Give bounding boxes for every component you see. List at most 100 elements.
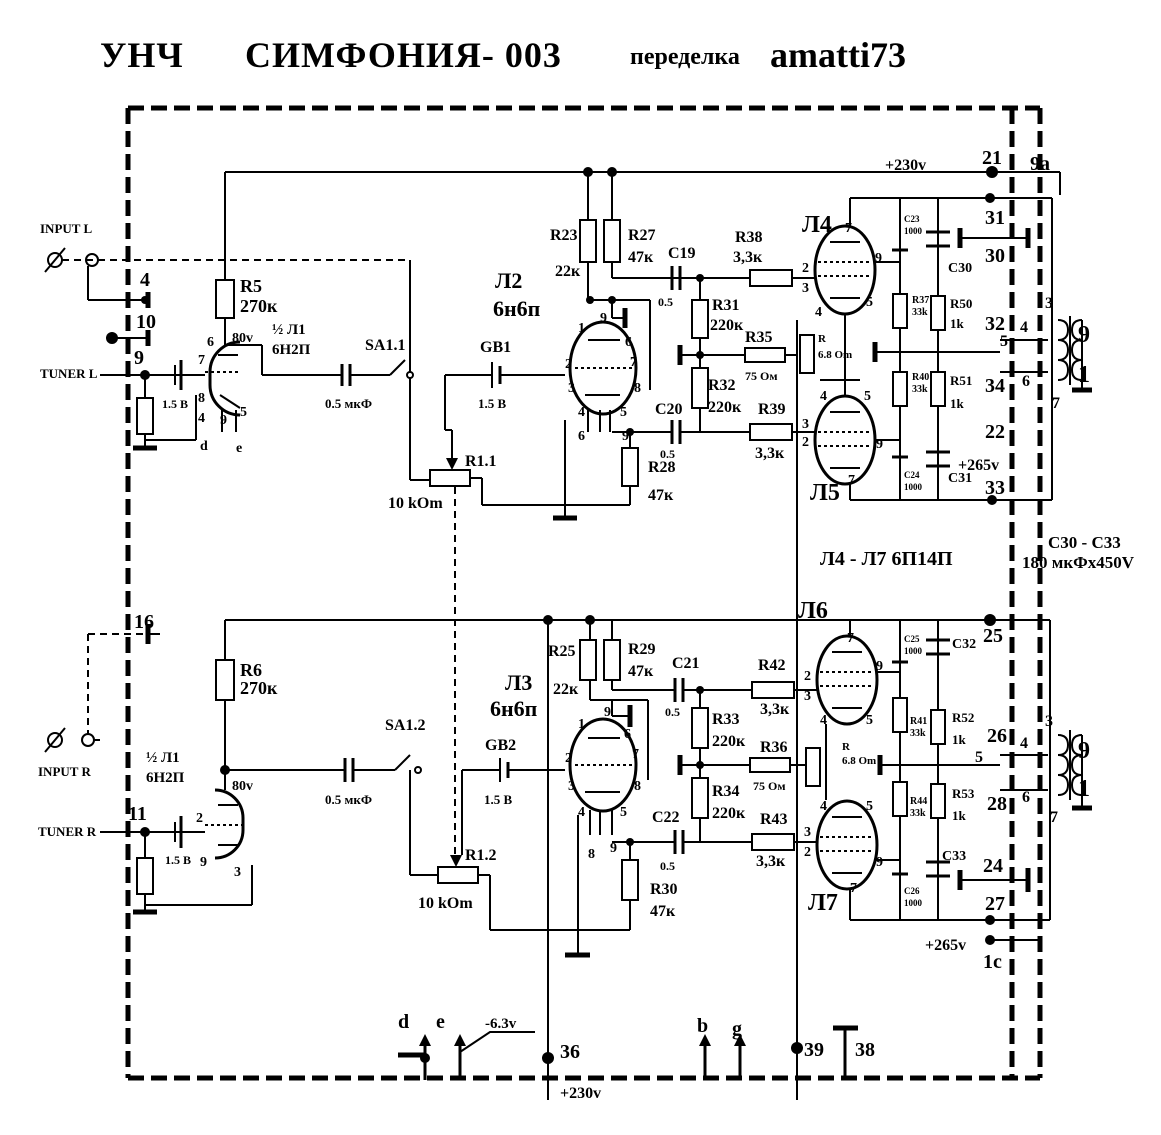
- r11-potentiometer[interactable]: [429, 430, 471, 487]
- svg-text:4: 4: [578, 805, 585, 820]
- r12-value: 10 kOm: [418, 895, 473, 912]
- r41-resistor: [892, 697, 908, 733]
- r37-resistor: [892, 293, 908, 329]
- svg-text:8: 8: [634, 779, 641, 794]
- contact-25: 25: [983, 625, 1003, 647]
- sa12-label: SA1.2: [385, 717, 425, 734]
- r43-value: 3,3к: [756, 853, 786, 870]
- contact-24: 24: [983, 855, 1003, 877]
- c20-value: 0.5: [660, 447, 675, 461]
- r32-label: R32: [708, 377, 736, 394]
- svg-text:9: 9: [600, 311, 607, 326]
- r32-value: 220к: [708, 399, 742, 416]
- svg-text:6: 6: [207, 335, 214, 350]
- gb1-label: GB1: [480, 339, 511, 356]
- svg-text:4: 4: [1020, 319, 1028, 336]
- r44-value: 33k: [910, 808, 926, 819]
- bias-pot-top[interactable]: [799, 334, 815, 374]
- input-r-jack[interactable]: [44, 727, 95, 753]
- contact-e: e: [436, 1011, 445, 1033]
- r43-label: R43: [760, 811, 788, 828]
- tube-l4: [813, 224, 877, 316]
- svg-text:9: 9: [876, 855, 883, 870]
- svg-text:9: 9: [876, 437, 883, 452]
- contact-36: 36: [560, 1041, 580, 1063]
- svg-text:7: 7: [847, 631, 854, 646]
- c24-value: 1000: [904, 482, 923, 492]
- svg-text:7: 7: [850, 881, 857, 896]
- l7-label: Л7: [808, 890, 838, 916]
- svg-text:5: 5: [864, 389, 871, 404]
- r39-label: R39: [758, 401, 786, 418]
- r34-label: R34: [712, 783, 740, 800]
- l6-label: Л6: [798, 598, 828, 624]
- svg-text:9: 9: [622, 429, 629, 444]
- sa12-switch[interactable]: [394, 754, 422, 774]
- svg-text:3: 3: [234, 865, 241, 880]
- contact-22: 22: [985, 421, 1005, 443]
- filament-label: -6.3v: [485, 1016, 517, 1032]
- c19-label: C19: [668, 245, 696, 262]
- r11-label: R1.1: [465, 453, 497, 470]
- r53-label: R53: [952, 786, 975, 801]
- svg-text:4: 4: [820, 799, 827, 814]
- r6-label: R6: [240, 660, 262, 680]
- r29-value: 47к: [628, 663, 654, 680]
- tuner-r-label: TUNER R: [38, 824, 97, 839]
- contact-b: b: [697, 1015, 708, 1037]
- contact-30: 30: [985, 245, 1005, 267]
- r33-value: 220к: [712, 733, 746, 750]
- l2-label: Л2: [495, 268, 522, 293]
- svg-text:9: 9: [1078, 738, 1090, 764]
- svg-text:5: 5: [620, 405, 627, 420]
- r52-label: R52: [952, 710, 974, 725]
- pin-d-l: d: [200, 439, 208, 454]
- v80-r-label: 80v: [232, 779, 253, 794]
- svg-text:3: 3: [568, 381, 575, 396]
- svg-text:4: 4: [815, 305, 822, 320]
- output-transformer-bottom: [1057, 730, 1092, 811]
- tube-l1-bot: [205, 788, 245, 860]
- r33-label: R33: [712, 711, 740, 728]
- r50-resistor: [930, 295, 946, 331]
- bias-pot-bottom-value: 6.8 Om: [842, 755, 876, 767]
- svg-text:2: 2: [802, 435, 809, 450]
- r28-value: 47к: [648, 487, 674, 504]
- r34-value: 220к: [712, 805, 746, 822]
- c-in-r-label: 0.5 мкФ: [325, 792, 372, 807]
- r51-value: 1k: [950, 396, 965, 411]
- svg-text:9: 9: [1078, 322, 1090, 348]
- tube-l3: [568, 717, 638, 813]
- r25-label: R25: [548, 643, 576, 660]
- r29-label: R29: [628, 641, 656, 658]
- c21-value: 0.5: [665, 705, 680, 719]
- c26-value: 1000: [904, 898, 923, 908]
- r39-value: 3,3к: [755, 445, 785, 462]
- svg-text:3: 3: [802, 281, 809, 296]
- l2-type: 6н6п: [493, 296, 541, 321]
- gb2-value: 1.5 В: [484, 792, 513, 807]
- svg-text:2: 2: [804, 845, 811, 860]
- svg-text:2: 2: [802, 261, 809, 276]
- input-l-jack[interactable]: [44, 247, 410, 273]
- contact-11: 11: [128, 803, 147, 825]
- r37-value: 33k: [912, 307, 928, 318]
- r27-resistor: [603, 219, 621, 263]
- svg-text:9: 9: [876, 659, 883, 674]
- r39-resistor: [749, 423, 793, 441]
- r42-value: 3,3к: [760, 701, 790, 718]
- bias-pot-bottom[interactable]: [805, 747, 821, 787]
- r5-resistor: [215, 279, 235, 319]
- l2-pins: 1 2 3 4 5 6 7 8 9 6 9: [565, 311, 641, 444]
- r27-label: R27: [628, 227, 656, 244]
- svg-text:7: 7: [1050, 809, 1058, 826]
- r27-value: 47к: [628, 249, 654, 266]
- contact-38: 38: [855, 1039, 875, 1061]
- chassis-border: [125, 105, 1043, 1081]
- rail-265-bottom-label: +265v: [925, 937, 966, 954]
- l1-bot-pins: 2 9 3: [196, 811, 241, 880]
- contact-31: 31: [985, 207, 1005, 229]
- l1-top-type: 6Н2П: [272, 342, 311, 358]
- r38-value: 3,3к: [733, 249, 763, 266]
- r23-value: 22к: [555, 263, 581, 280]
